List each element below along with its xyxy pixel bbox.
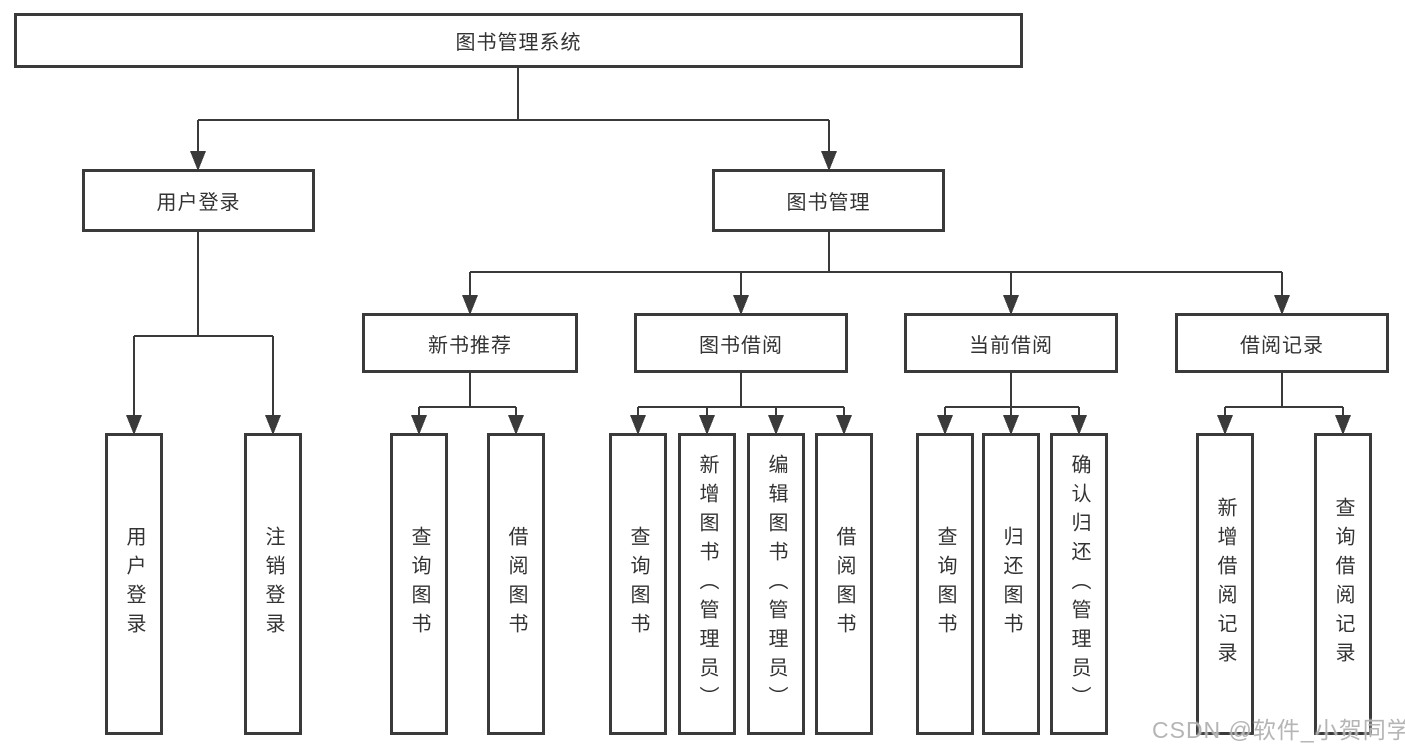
node-new-book-recommend: 新书推荐 (362, 313, 578, 373)
node-borrow-books-2: 借阅图书 (815, 433, 873, 735)
node-borrow-records-label: 借阅记录 (1240, 334, 1324, 357)
node-book-borrowing-label: 图书借阅 (699, 334, 783, 357)
node-add-books-admin: 新增图书（管理员） (678, 433, 736, 735)
node-logout-leaf: 注销登录 (244, 433, 302, 735)
leaf-label: 确认归还（管理员） (1068, 453, 1090, 715)
node-user-login-leaf: 用户登录 (105, 433, 163, 735)
node-query-books-3: 查询图书 (916, 433, 974, 735)
node-book-management: 图书管理 (712, 169, 945, 232)
leaf-label: 新增图书（管理员） (696, 453, 718, 715)
node-confirm-return-admin: 确认归还（管理员） (1050, 433, 1108, 735)
node-user-login: 用户登录 (82, 169, 315, 232)
leaf-label: 注销登录 (262, 526, 284, 642)
csdn-watermark: CSDN @软件_小贺同学 (1152, 717, 1405, 743)
leaf-label: 归还图书 (1000, 526, 1022, 642)
leaf-label: 查询图书 (934, 526, 956, 642)
node-book-management-label: 图书管理 (786, 192, 871, 214)
leaf-label: 借阅图书 (833, 526, 855, 642)
leaf-label: 查询借阅记录 (1332, 497, 1354, 671)
leaf-label: 查询图书 (408, 526, 430, 642)
node-new-book-recommend-label: 新书推荐 (428, 334, 512, 357)
node-borrow-records: 借阅记录 (1175, 313, 1389, 373)
node-root-system: 图书管理系统 (14, 13, 1023, 68)
node-return-books: 归还图书 (982, 433, 1040, 735)
leaf-label: 新增借阅记录 (1214, 497, 1236, 671)
node-current-borrowing-label: 当前借阅 (969, 334, 1053, 357)
leaf-label: 用户登录 (123, 526, 145, 642)
node-root-label: 图书管理系统 (455, 32, 582, 54)
node-edit-books-admin: 编辑图书（管理员） (747, 433, 805, 735)
node-add-borrow-record: 新增借阅记录 (1196, 433, 1254, 735)
node-query-borrow-record: 查询借阅记录 (1314, 433, 1372, 735)
leaf-label: 查询图书 (627, 526, 649, 642)
node-borrow-books-1: 借阅图书 (487, 433, 545, 735)
node-query-books-1: 查询图书 (390, 433, 448, 735)
node-current-borrowing: 当前借阅 (904, 313, 1118, 373)
node-query-books-2: 查询图书 (609, 433, 667, 735)
leaf-label: 借阅图书 (505, 526, 527, 642)
node-book-borrowing: 图书借阅 (634, 313, 848, 373)
node-user-login-label: 用户登录 (156, 192, 241, 214)
leaf-label: 编辑图书（管理员） (765, 453, 787, 715)
